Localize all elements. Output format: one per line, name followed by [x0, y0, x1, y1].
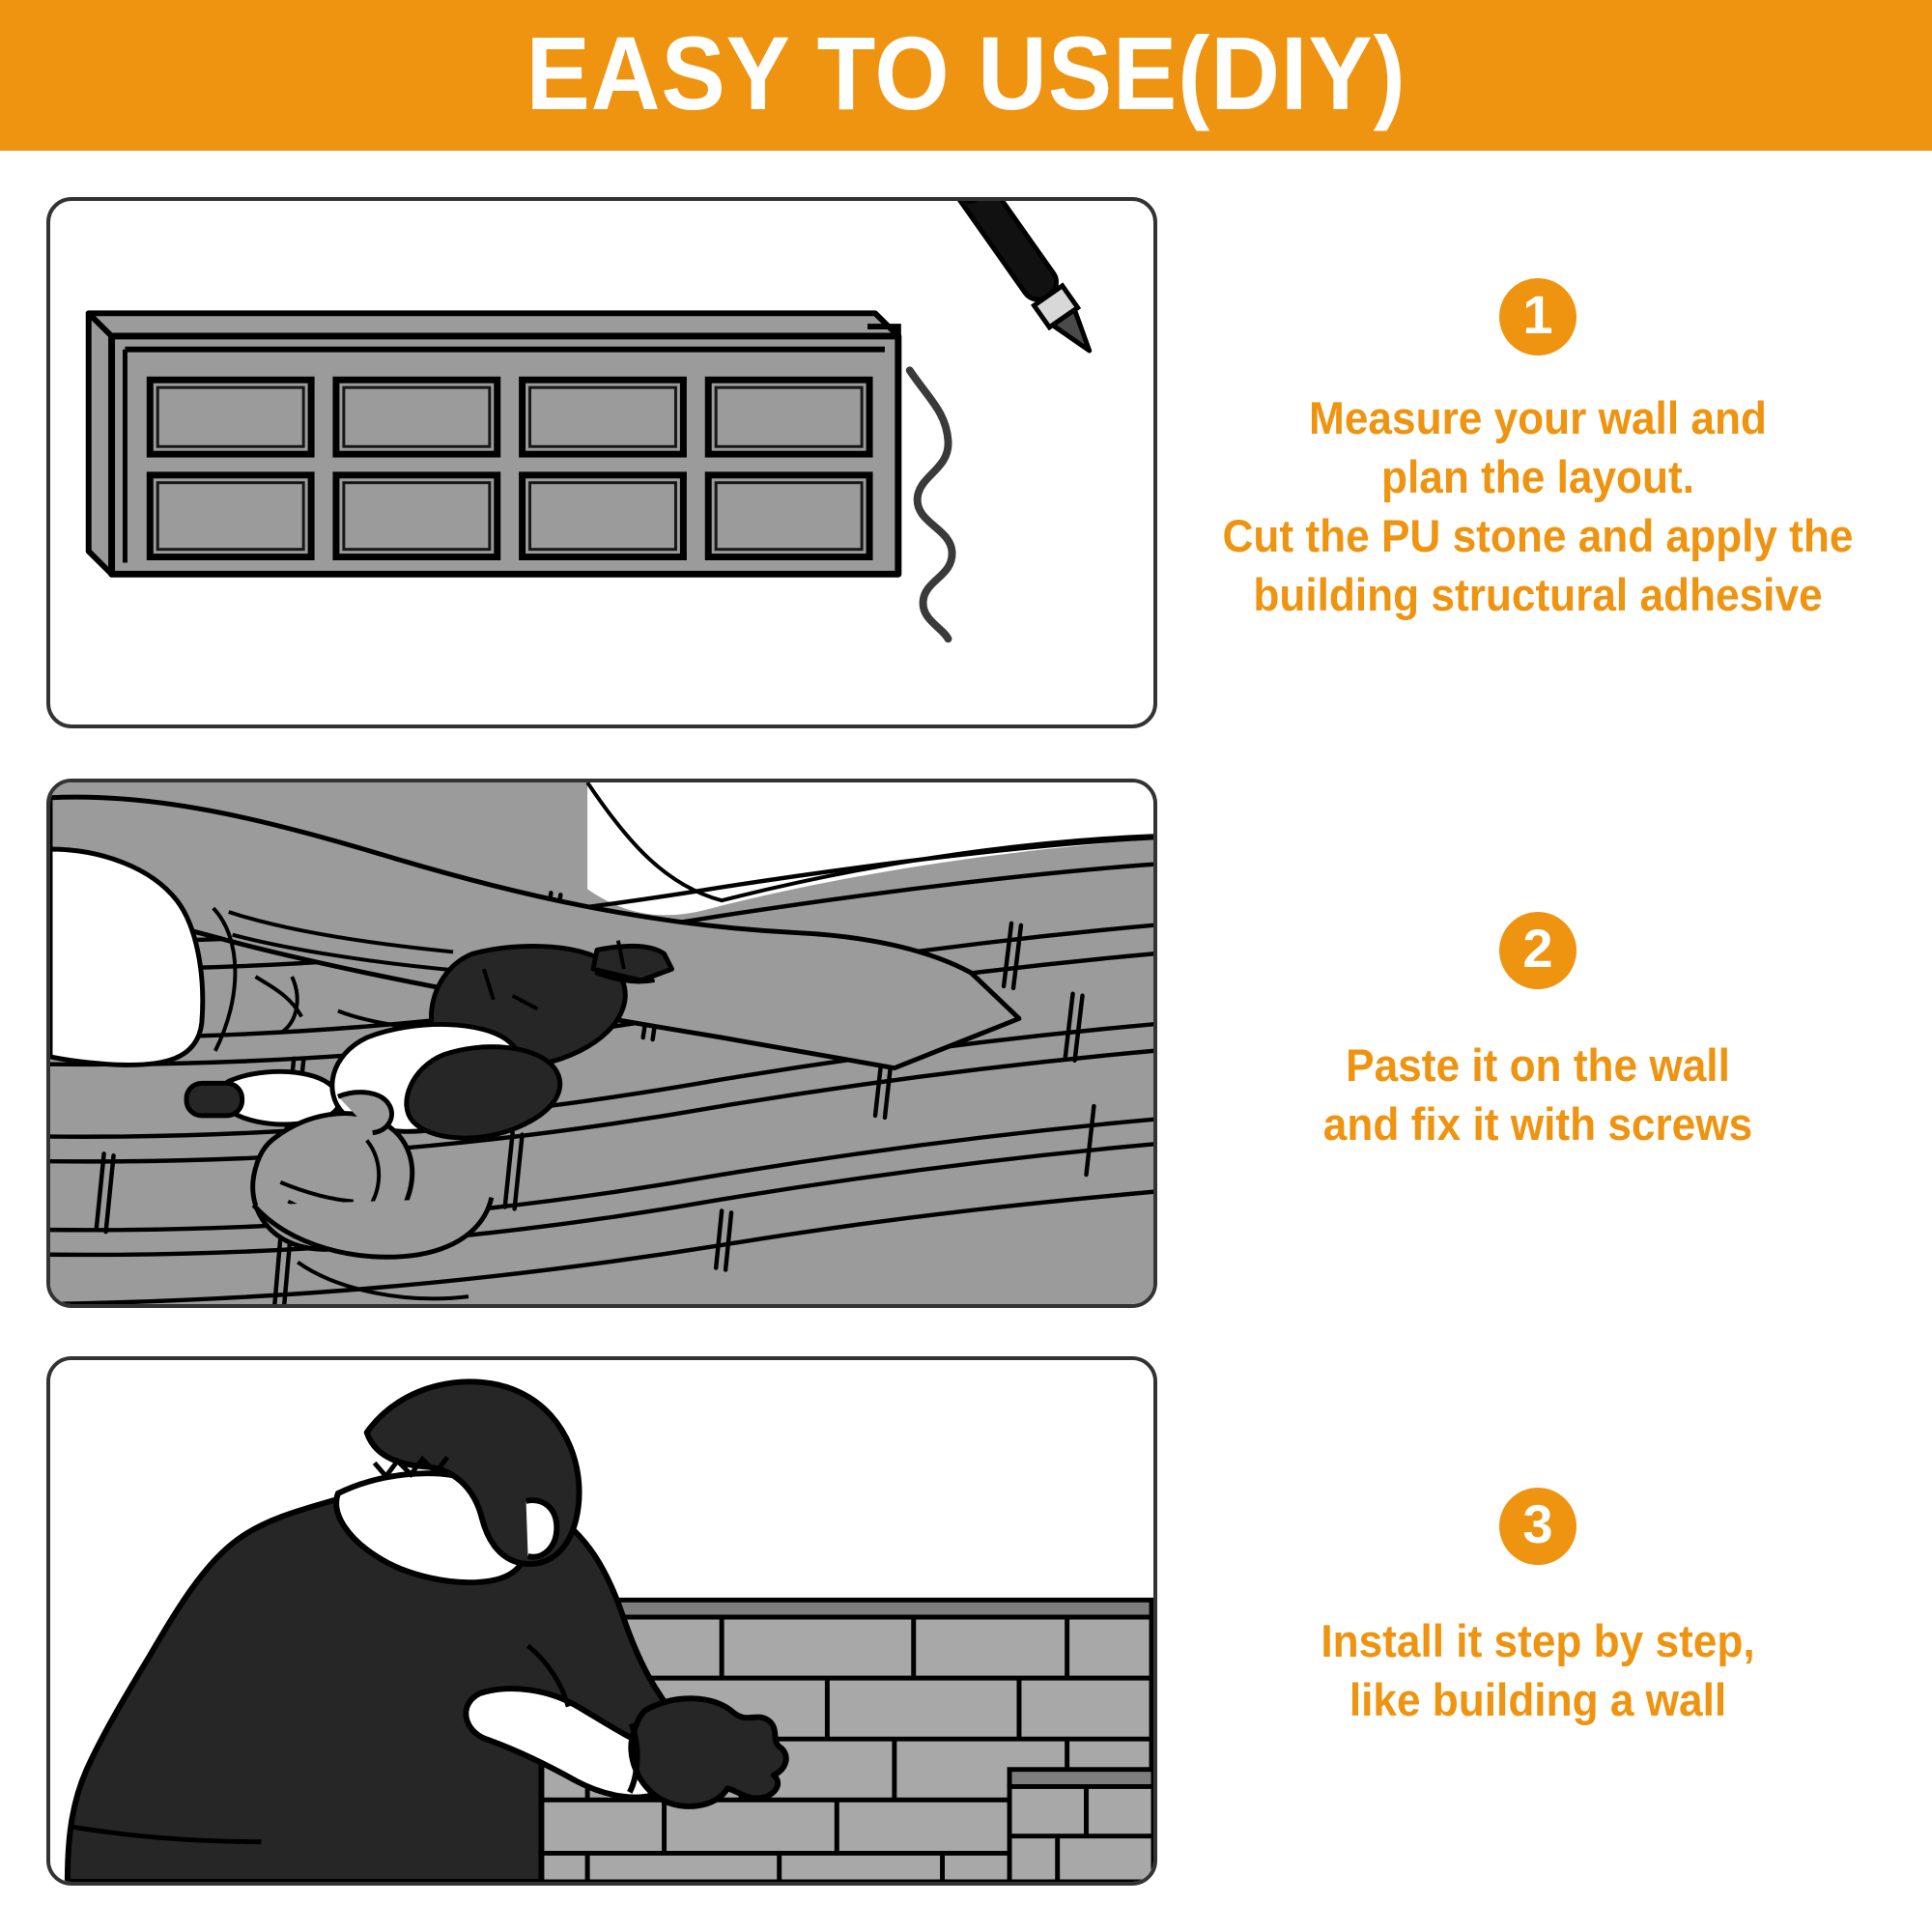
header-banner: EASY TO USE(DIY) [0, 0, 1932, 151]
wall-installation-illustration [50, 1360, 1153, 1882]
pu-stone-panel-illustration [85, 201, 1093, 643]
step-number-badge-2: 2 [1499, 912, 1577, 989]
stone-cell-inner-lines [156, 385, 864, 552]
page-title: EASY TO USE(DIY) [526, 14, 1406, 131]
step-description-3: Install it step by step, like building a… [1321, 1615, 1755, 1726]
caulk-gun-nozzle [184, 940, 674, 1141]
step-description-2: Paste it on the wall and fix it with scr… [1322, 1039, 1753, 1151]
step-description-1: Measure your wall and plan the layout. C… [1222, 392, 1854, 621]
glove-folds [212, 906, 464, 1052]
installer-person [64, 1378, 789, 1882]
marker-pen-icon [954, 201, 1093, 354]
caulk-application-illustration [50, 782, 1153, 1304]
illustration-card-step-3 [46, 1356, 1157, 1886]
left-forearm [50, 794, 1022, 1071]
step-number-badge-3: 3 [1499, 1488, 1577, 1565]
illustration-card-step-1 [46, 197, 1157, 728]
illustration-card-step-2 [46, 779, 1157, 1308]
step-block-1: 1 Measure your wall and plan the layout.… [1151, 278, 1924, 624]
step-block-2: 2 Paste it on the wall and fix it with s… [1151, 912, 1924, 1153]
step-block-3: 3 Install it step by step, like building… [1151, 1488, 1924, 1729]
step-number-badge-1: 1 [1499, 278, 1577, 355]
stone-panel-brick-cells [146, 376, 873, 561]
lower-hand [250, 1090, 495, 1301]
cut-line-wavy [905, 366, 956, 643]
